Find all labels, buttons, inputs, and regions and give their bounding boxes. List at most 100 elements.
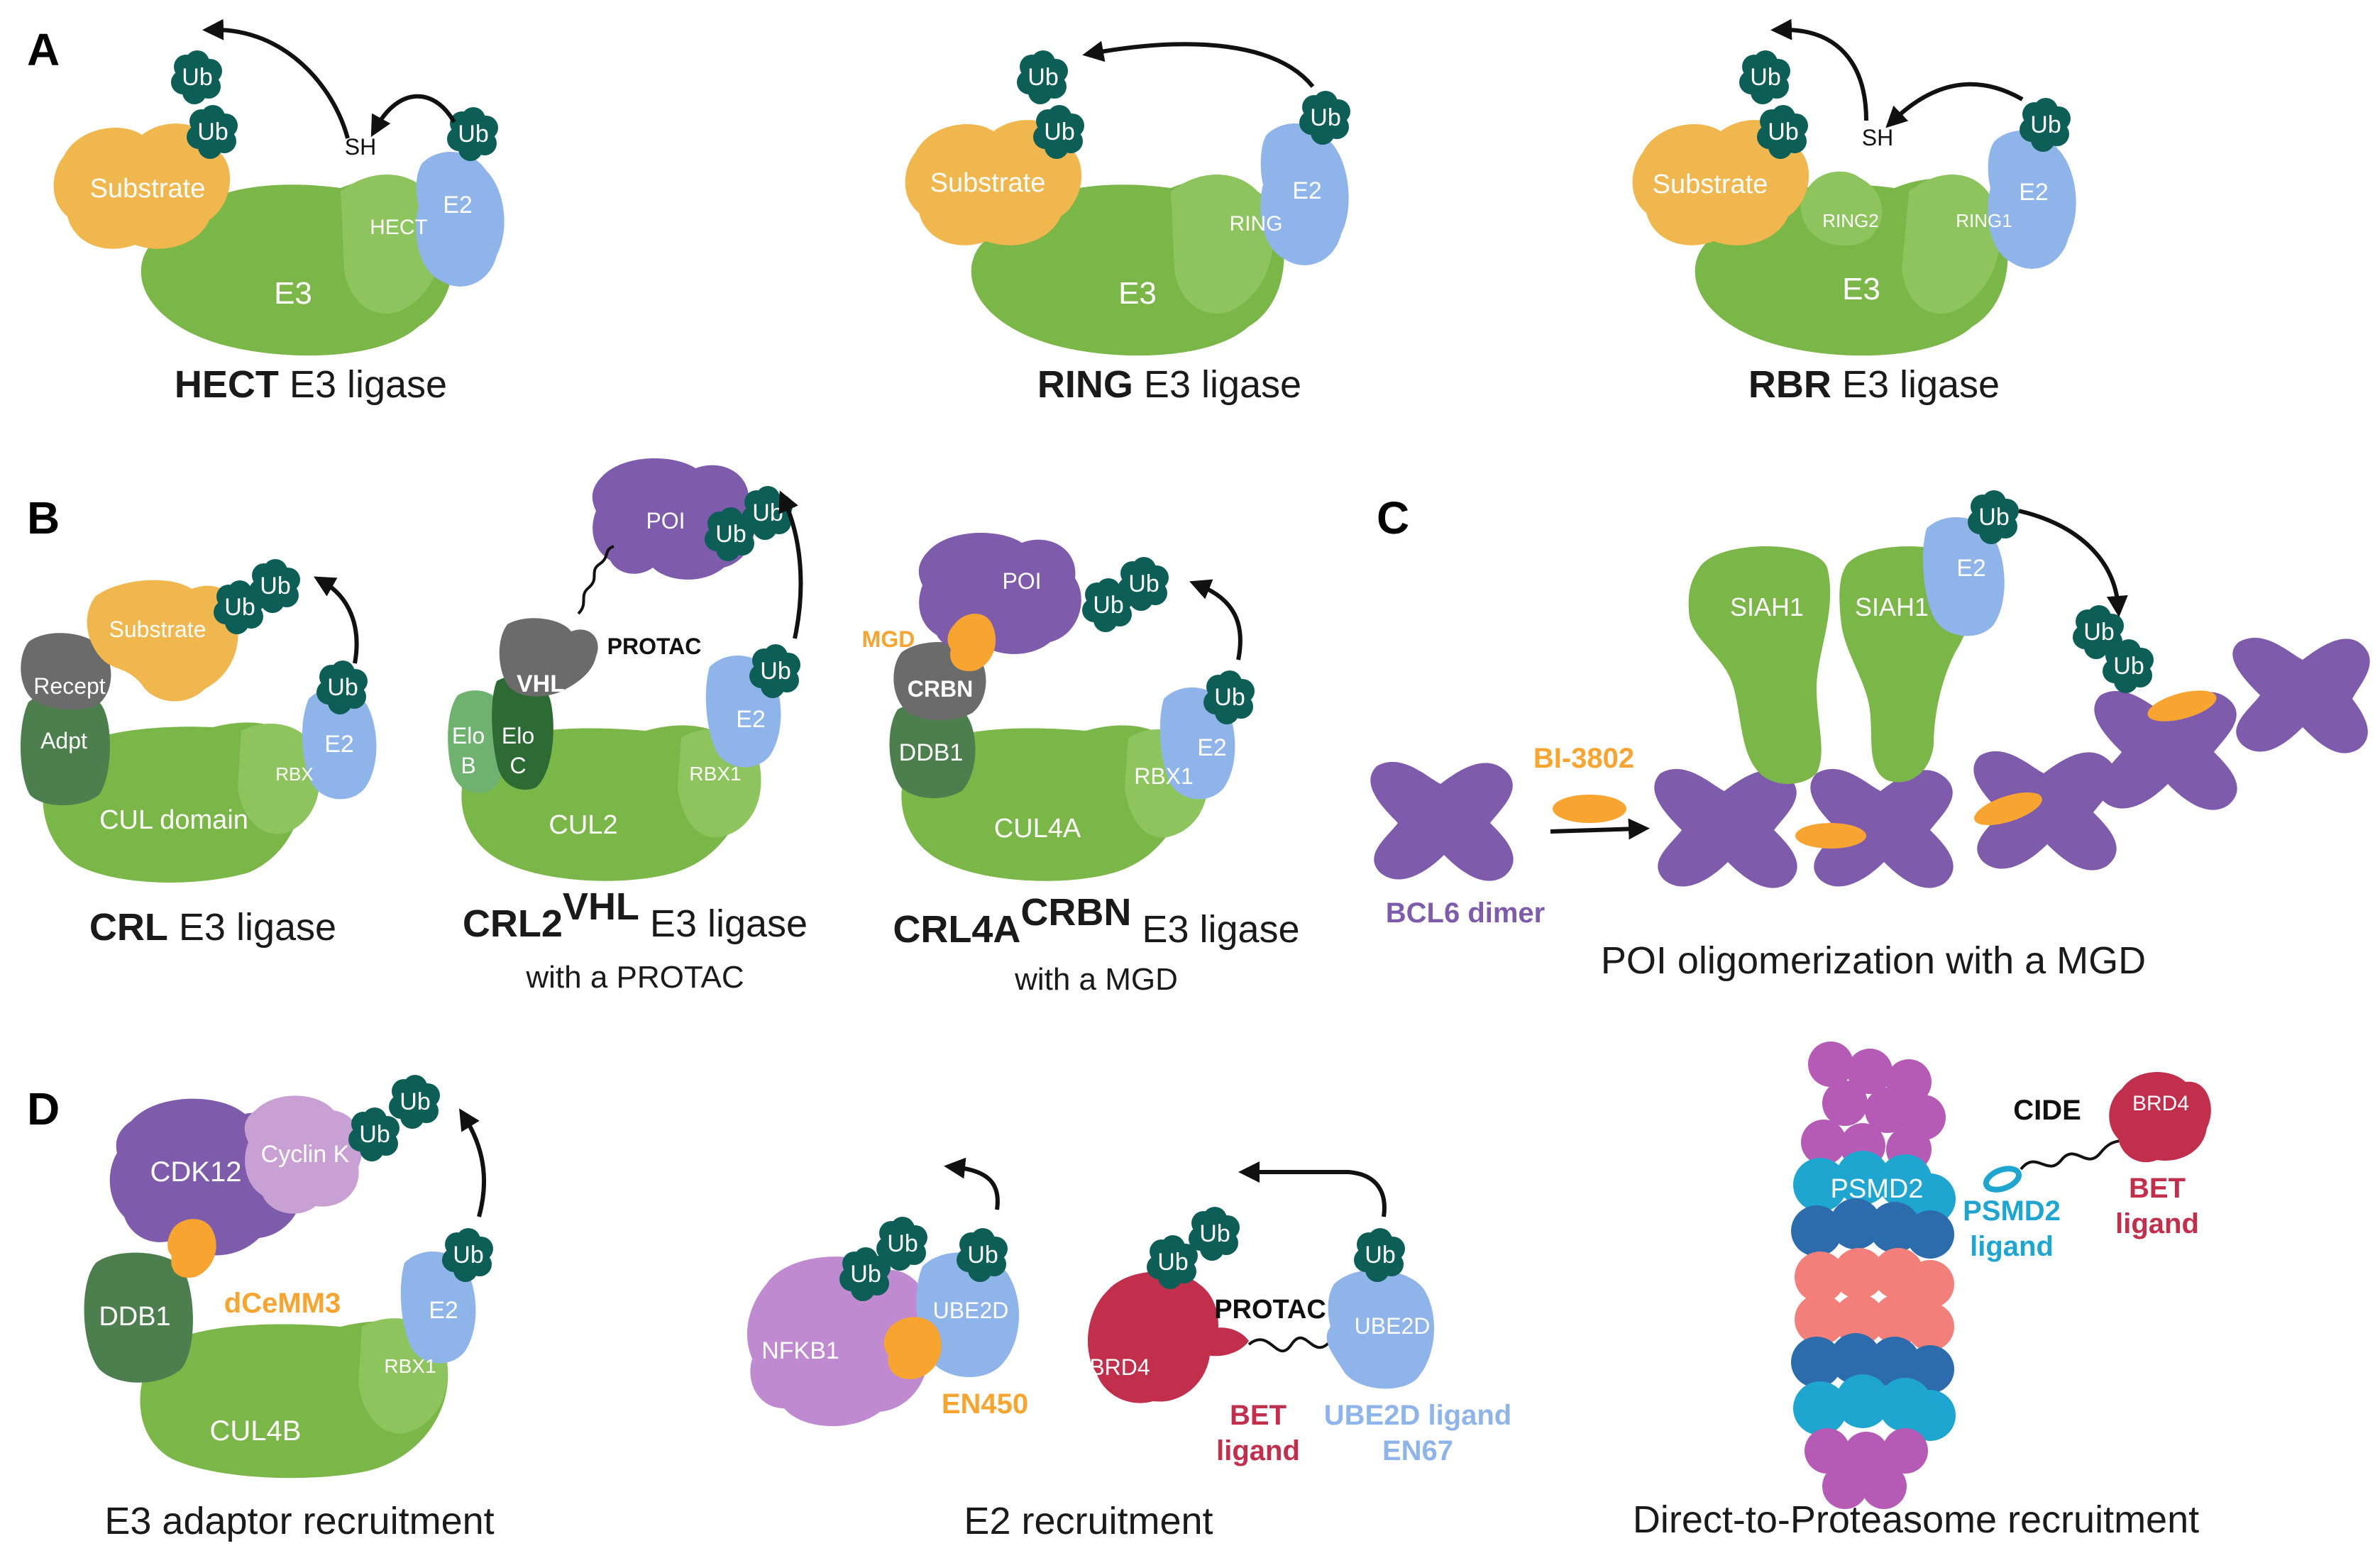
bet-label-2: ligand <box>2115 1208 2199 1239</box>
ube2d-label: UBE2D <box>933 1298 1009 1323</box>
ubiquitin-icon: Ub <box>389 1075 440 1129</box>
arrow-icon <box>1885 82 2024 128</box>
svg-text:Ub: Ub <box>2030 111 2061 138</box>
substrate-label: Substrate <box>1653 170 1768 199</box>
brd4-shape <box>1088 1271 1218 1403</box>
e2-label: E2 <box>324 731 354 758</box>
adapter-shape <box>20 692 110 805</box>
bet-label-2: ligand <box>1216 1435 1300 1466</box>
svg-text:Ub: Ub <box>400 1088 430 1115</box>
svg-text:Ub: Ub <box>1214 684 1245 711</box>
cul2-label: CUL2 <box>549 810 617 840</box>
panel-letter: D <box>27 1083 60 1134</box>
bi3802-label: BI-3802 <box>1533 743 1634 774</box>
bcl6-dimer <box>1370 761 1514 881</box>
cyclin-k-shape <box>244 1095 363 1214</box>
ubiquitin-icon: Ub <box>1757 105 1808 159</box>
e2-label: E2 <box>1956 555 1986 582</box>
vhl-label: VHL <box>517 670 565 697</box>
elo-b-label-2: B <box>461 753 475 778</box>
poi-shape <box>918 533 1081 654</box>
thiol-label: SH <box>1862 125 1893 150</box>
ubiquitin-icon: Ub <box>2103 639 2154 693</box>
siah1-right-label: SIAH1 <box>1855 592 1929 621</box>
e3-adaptor-recruitment: Ub Ub Ub CDK12 Cyclin K DDB1 dCeMM3 RBX1… <box>84 1075 495 1542</box>
ubiquitin-icon: Ub <box>839 1247 891 1301</box>
e2-label: E2 <box>443 192 473 219</box>
ubiquitin-icon: Ub <box>1739 50 1790 104</box>
ubiquitin-icon: Ub <box>442 1228 493 1282</box>
svg-text:Ub: Ub <box>752 499 783 526</box>
arrow-icon <box>778 490 803 639</box>
elo-c-label-2: C <box>509 753 526 778</box>
e2-shape <box>1922 516 2005 636</box>
substrate-shape <box>53 123 231 249</box>
panel-d: D Ub Ub Ub CDK12 Cyclin K DDB1 dCeMM3 RB… <box>27 1042 2211 1542</box>
substrate-shape <box>1632 120 1809 245</box>
receptor-label: Recept <box>33 673 106 699</box>
ubiquitin-icon: Ub <box>742 486 793 540</box>
rbx1-label: RBX1 <box>689 763 741 785</box>
caption: POI oligomerization with a MGD <box>1601 939 2146 982</box>
crbn-label: CRBN <box>908 676 973 702</box>
svg-text:Ub: Ub <box>2113 653 2144 680</box>
svg-text:Ub: Ub <box>1044 118 1074 145</box>
bet-label-1: BET <box>1230 1400 1287 1431</box>
cul4b-label: CUL4B <box>210 1415 302 1447</box>
arrow-icon <box>313 576 359 664</box>
ube2d-ligand-label: UBE2D ligand <box>1324 1400 1511 1431</box>
svg-text:Ub: Ub <box>197 118 228 145</box>
caption: Direct-to-Proteasome recruitment <box>1633 1498 2199 1541</box>
ring-e3-ligase: Ub Ub Ub Substrate E2 RING E3 RING E3 li… <box>905 40 1350 406</box>
svg-text:Ub: Ub <box>1199 1220 1230 1247</box>
rbr-e3-ligase: Ub Ub Ub SH Substrate E2 RING2 RING1 E3 … <box>1632 18 2076 406</box>
arrow-icon <box>1238 1161 1387 1217</box>
caption: CRL2VHL E3 ligase <box>463 885 808 945</box>
ubiquitin-icon: Ub <box>2073 605 2124 659</box>
panel-letter: B <box>27 492 60 543</box>
e2-label: E2 <box>429 1297 458 1324</box>
arrow-icon <box>1770 18 1868 121</box>
svg-text:Ub: Ub <box>182 64 212 91</box>
ddb1-shape <box>84 1252 193 1383</box>
svg-text:Ub: Ub <box>1768 118 1798 145</box>
svg-text:Ub: Ub <box>359 1121 390 1148</box>
caption: CRL E3 ligase <box>89 906 336 949</box>
mgd-label: MGD <box>862 626 915 652</box>
dcemm3-label: dCeMM3 <box>224 1288 341 1319</box>
cul4a-label: CUL4A <box>994 814 1081 844</box>
svg-text:Ub: Ub <box>2083 619 2114 646</box>
ubiquitin-icon: Ub <box>249 559 300 613</box>
arrow-icon <box>1550 818 1650 840</box>
poi-label: POI <box>1002 568 1041 594</box>
ubiquitin-icon: Ub <box>1354 1228 1405 1282</box>
thiol-label: SH <box>345 134 376 160</box>
crl2-vhl-e3-ligase: Ub Ub Ub POI PROTAC VHL Elo B Elo C RBX1… <box>448 458 808 995</box>
svg-text:Ub: Ub <box>260 573 290 600</box>
subcaption: with a MGD <box>1014 962 1178 997</box>
svg-text:Ub: Ub <box>327 674 358 701</box>
ring1-label: RING1 <box>1956 210 2012 231</box>
e2-label: E2 <box>736 706 766 733</box>
e2-shape <box>302 687 377 800</box>
arrow-icon <box>1189 579 1243 661</box>
caption: E2 recruitment <box>964 1500 1213 1542</box>
poi-label: POI <box>646 508 685 534</box>
hect-domain-label: HECT <box>370 216 428 239</box>
crl4a-crbn-e3-ligase: Ub Ub Ub POI MGD CRBN DDB1 RBX1 E2 CUL4A… <box>862 533 1300 997</box>
svg-text:Ub: Ub <box>1157 1249 1188 1276</box>
ubiquitin-icon: Ub <box>187 105 238 159</box>
psmd2-ligand-shape <box>1983 1166 2022 1193</box>
protac-linker <box>1247 1336 1332 1353</box>
receptor-shape <box>21 633 111 710</box>
svg-text:Ub: Ub <box>1128 570 1159 597</box>
panel-c: C BCL6 dimer BI-3802 Ub Ub Ub SIAH1 SIAH… <box>1370 490 2370 982</box>
vhl-shape <box>499 618 598 697</box>
bet-label-1: BET <box>2129 1173 2186 1204</box>
ubiquitin-icon: Ub <box>348 1107 400 1161</box>
proteasome <box>1791 1042 1956 1509</box>
svg-text:Ub: Ub <box>458 121 488 148</box>
siah1-left-label: SIAH1 <box>1730 592 1804 621</box>
e3-label: E3 <box>274 276 312 311</box>
direct-to-proteasome: PSMD2 CIDE BRD4 PSMD2 ligand BET ligand … <box>1633 1042 2211 1541</box>
